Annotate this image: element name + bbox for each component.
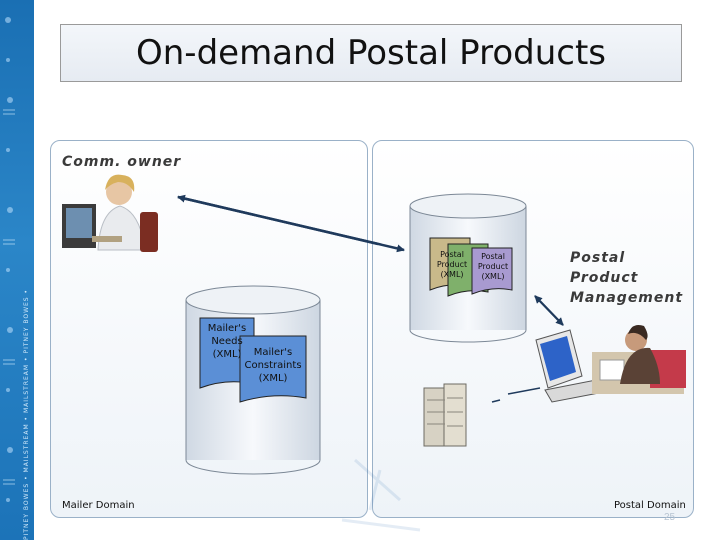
ppm-line-2: Product	[570, 270, 639, 286]
arrow-to-postal-repository	[177, 195, 405, 253]
server-icon	[423, 383, 467, 447]
background-ornament	[341, 458, 421, 532]
doc-text-line: (XML)	[481, 272, 505, 281]
doc-text-line: (XML)	[212, 349, 242, 360]
postal-product-docs	[429, 237, 513, 297]
doc-text-line: (XML)	[440, 270, 464, 279]
doc-text-line: Constraints	[244, 360, 302, 371]
page-title: On-demand Postal Products	[135, 33, 606, 73]
title-banner: On-demand Postal Products	[60, 24, 682, 82]
page-number: 25	[664, 512, 676, 523]
doc-text-line: (XML)	[258, 373, 288, 384]
doc-text-line: Product	[477, 262, 509, 271]
doc-text-line: Product	[436, 260, 468, 269]
mailer-docs	[199, 317, 307, 403]
postal-manager-person-icon	[592, 325, 686, 394]
ppm-line-3: Management	[570, 290, 684, 306]
arrow-to-computer	[534, 295, 564, 326]
doc-text-line: Mailer's	[253, 347, 293, 358]
stripe-pattern	[3, 17, 15, 502]
doc-text-line: Mailer's	[207, 323, 247, 334]
doc-text-line: Postal	[440, 250, 464, 259]
ppm-line-1: Postal	[570, 250, 626, 266]
comm-owner-person-icon	[62, 174, 158, 252]
postal-product-management-label: Postal Product Management	[570, 248, 700, 308]
postal-domain-label: Postal Domain	[614, 500, 686, 511]
decorative-side-stripe: PITNEY BOWES • MAILSTREAM • MAILSTREAM •…	[0, 0, 34, 540]
doc-text-line: Needs	[211, 336, 243, 347]
mailer-needs-doc: Mailer's Needs (XML)	[200, 322, 254, 361]
postal-product-doc-back: Postal Product (XML)	[432, 250, 472, 280]
link-server-stub	[491, 399, 501, 403]
comm-owner-label: Comm. owner	[62, 154, 182, 170]
computer-monitor-icon	[535, 329, 605, 403]
postal-product-doc-front: Postal Product (XML)	[473, 252, 513, 282]
mailer-constraints-doc: Mailer's Constraints (XML)	[240, 346, 306, 385]
link-server-computer	[507, 387, 541, 395]
doc-text-line: Postal	[481, 252, 505, 261]
mailer-domain-label: Mailer Domain	[62, 500, 135, 511]
